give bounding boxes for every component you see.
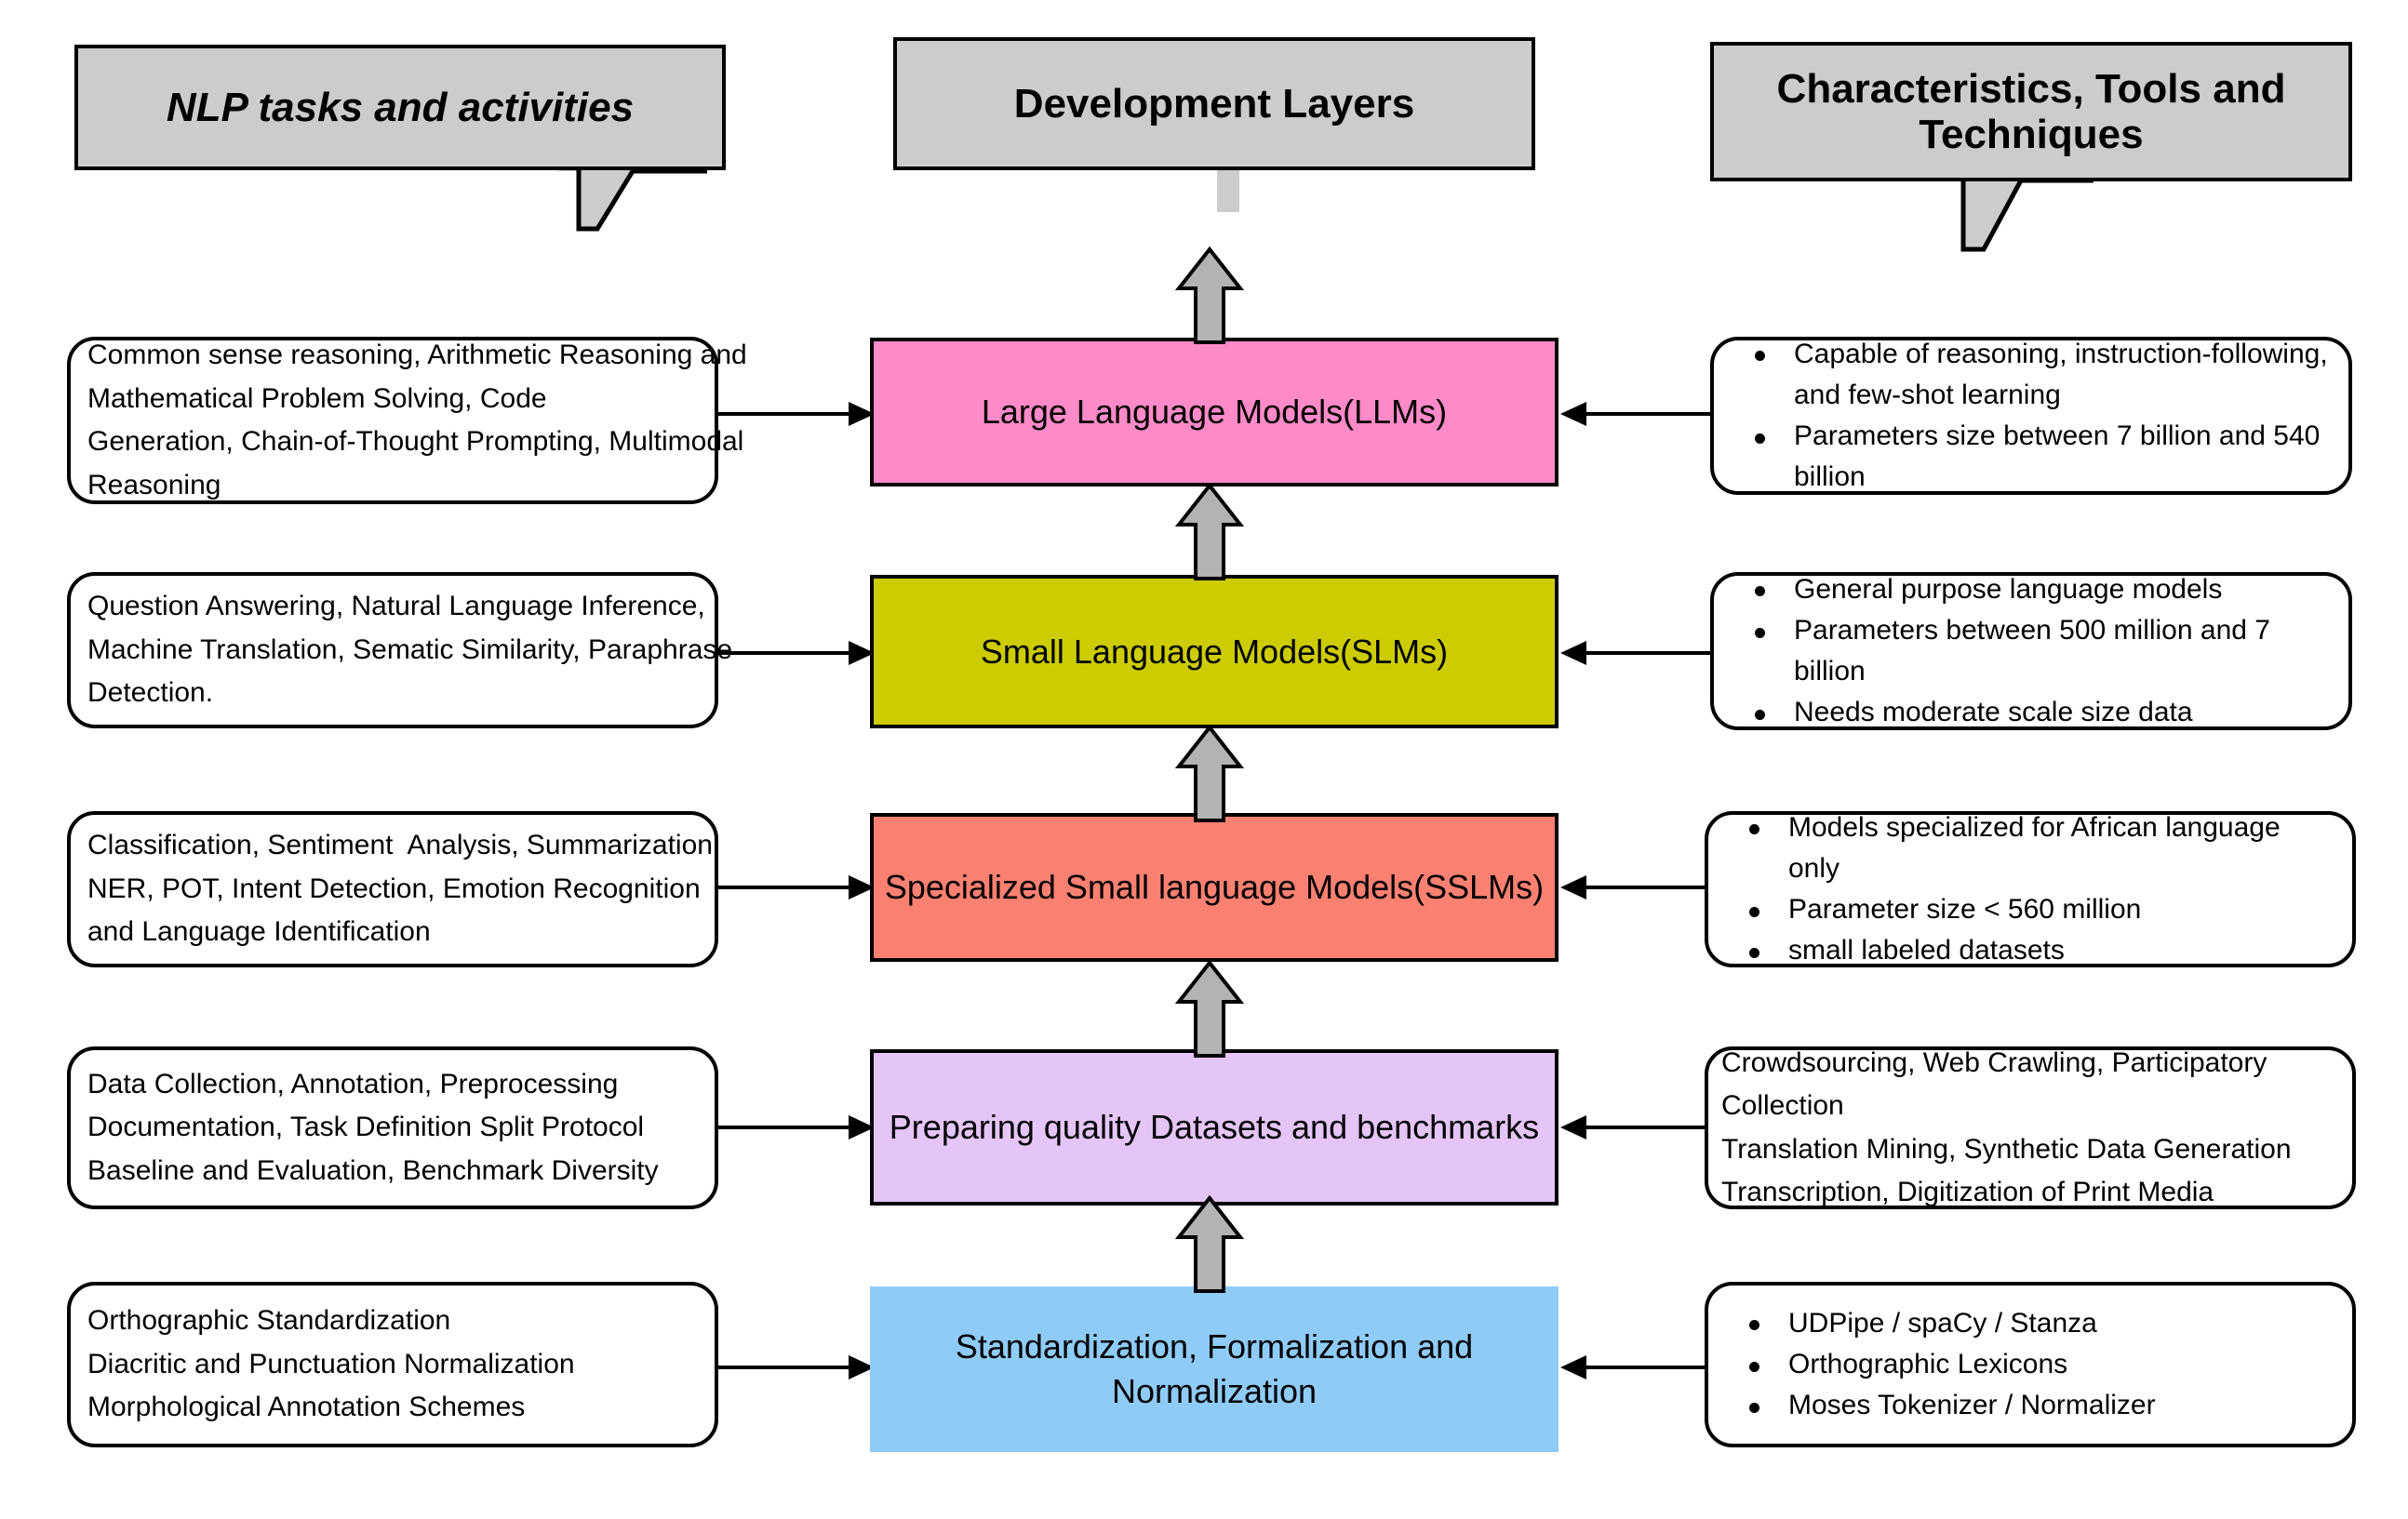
text-line: Documentation, Task Definition Split Pro… [87,1112,645,1143]
left-box-tasks-slm-lines: Question Answering, Natural Language Inf… [71,585,733,715]
layer-slm-label: Small Language Models(SLMs) [980,632,1449,671]
connector-right-sslm [1560,875,1726,899]
connector-left-slm [709,641,875,665]
left-box-tasks-normalization[interactable]: Orthographic Standardization Diacritic a… [67,1282,718,1447]
text-line: Mathematical Problem Solving, Code [87,382,547,414]
left-box-tasks-normalization-lines: Orthographic Standardization Diacritic a… [71,1299,715,1430]
layer-datasets-label: Preparing quality Datasets and benchmark… [889,1108,1540,1147]
text-line: Data Collection, Annotation, Preprocessi… [87,1068,619,1099]
right-box-chars-normalization-list: UDPipe / spaCy / Stanza Orthographic Lex… [1708,1303,2352,1426]
text-line: Machine Translation, Sematic Similarity,… [87,633,733,665]
right-banner-tail [1935,177,2094,252]
right-column-header: Characteristics, Tools and Techniques [1710,42,2352,181]
text-line: Baseline and Evaluation, Benchmark Diver… [87,1154,659,1186]
arrow-datasets-to-sslm [1174,959,1245,1058]
list-item: Parameters between 500 million and 7 bil… [1755,610,2332,692]
left-box-tasks-slm[interactable]: Question Answering, Natural Language Inf… [67,572,733,728]
center-column-header-label: Development Layers [1013,80,1415,127]
left-box-tasks-datasets-lines: Data Collection, Annotation, Preprocessi… [71,1063,715,1193]
layer-llm[interactable]: Large Language Models(LLMs) [870,338,1559,486]
right-box-chars-datasets-lines: Crowdsourcing, Web Crawling, Participato… [1708,1042,2352,1215]
connector-right-datasets [1560,1115,1726,1139]
right-column-header-label: Characteristics, Tools and Techniques [1776,65,2286,157]
layer-slm[interactable]: Small Language Models(SLMs) [870,575,1559,728]
connector-left-normalization [709,1355,875,1379]
left-box-tasks-sslm-lines: Classification, Sentiment Analysis, Summ… [71,824,715,954]
center-banner-tail [1154,166,1303,212]
left-banner-tail [558,167,707,232]
text-line: Transcription, Digitization of Print Med… [1721,1177,2214,1207]
list-item: Capable of reasoning, instruction-follow… [1755,334,2332,416]
right-box-chars-llm[interactable]: Capable of reasoning, instruction-follow… [1710,337,2352,495]
connector-right-normalization [1560,1355,1726,1379]
layer-llm-label: Large Language Models(LLMs) [981,393,1448,432]
text-line: NER, POT, Intent Detection, Emotion Reco… [87,873,701,904]
text-line: Detection. [87,677,214,709]
list-item: UDPipe / spaCy / Stanza [1749,1303,2335,1344]
connector-right-slm [1560,641,1726,665]
right-box-chars-slm[interactable]: General purpose language models Paramete… [1710,572,2352,730]
layer-normalization-label: Standardization, Formalization and Norma… [955,1327,1474,1410]
list-item: Moses Tokenizer / Normalizer [1749,1385,2335,1426]
arrow-llm-to-header [1174,246,1245,344]
text-line: and Language Identification [87,916,431,948]
list-item: Orthographic Lexicons [1749,1344,2335,1385]
arrow-sslm-to-slm [1174,724,1245,822]
list-item: Parameters size between 7 billion and 54… [1755,416,2332,498]
text-line: Collection [1721,1090,1844,1121]
left-column-header: NLP tasks and activities [74,45,726,170]
text-line: Orthographic Standardization [87,1305,451,1337]
text-line: Crowdsourcing, Web Crawling, Participato… [1721,1046,2268,1078]
center-column-header: Development Layers [893,37,1535,170]
text-line: Generation, Chain-of-Thought Prompting, … [87,426,744,457]
left-box-tasks-llm-lines: Common sense reasoning, Arithmetic Reaso… [71,334,747,507]
layer-normalization[interactable]: Standardization, Formalization and Norma… [870,1286,1559,1452]
right-box-chars-datasets[interactable]: Crowdsourcing, Web Crawling, Participato… [1705,1046,2356,1209]
left-box-tasks-llm[interactable]: Common sense reasoning, Arithmetic Reaso… [67,334,747,507]
connector-left-datasets [709,1115,875,1139]
text-line: Morphological Annotation Schemes [87,1392,526,1423]
right-box-chars-sslm[interactable]: Models specialized for African language … [1705,811,2356,967]
text-line: Translation Mining, Synthetic Data Gener… [1721,1133,2292,1165]
layer-sslm[interactable]: Specialized Small language Models(SSLMs) [870,813,1559,962]
right-box-chars-sslm-list: Models specialized for African language … [1708,807,2352,971]
right-box-chars-slm-list: General purpose language models Paramete… [1714,569,2348,733]
list-item: Parameter size < 560 million [1749,889,2335,930]
list-item: Needs moderate scale size data [1755,692,2332,733]
connector-left-sslm [709,875,875,899]
left-column-header-label: NLP tasks and activities [166,84,635,130]
left-box-tasks-sslm[interactable]: Classification, Sentiment Analysis, Summ… [67,811,718,967]
connector-right-llm [1560,402,1726,426]
list-item: Models specialized for African language … [1749,807,2335,889]
text-line: Question Answering, Natural Language Inf… [87,591,705,622]
list-item: General purpose language models [1755,569,2332,610]
arrow-slm-to-llm [1174,482,1245,580]
list-item: small labeled datasets [1749,930,2335,971]
layer-datasets[interactable]: Preparing quality Datasets and benchmark… [870,1049,1559,1206]
text-line: Classification, Sentiment Analysis, Summ… [87,830,713,861]
text-line: Common sense reasoning, Arithmetic Reaso… [87,340,747,370]
left-box-tasks-datasets[interactable]: Data Collection, Annotation, Preprocessi… [67,1046,718,1209]
arrow-normalization-to-datasets [1174,1194,1245,1293]
layer-sslm-label: Specialized Small language Models(SSLMs) [884,868,1545,907]
text-line: Diacritic and Punctuation Normalization [87,1348,575,1379]
connector-left-llm [709,402,875,426]
right-box-chars-llm-list: Capable of reasoning, instruction-follow… [1714,334,2348,498]
right-box-chars-normalization[interactable]: UDPipe / spaCy / Stanza Orthographic Lex… [1705,1282,2356,1447]
text-line: Reasoning [87,469,221,500]
